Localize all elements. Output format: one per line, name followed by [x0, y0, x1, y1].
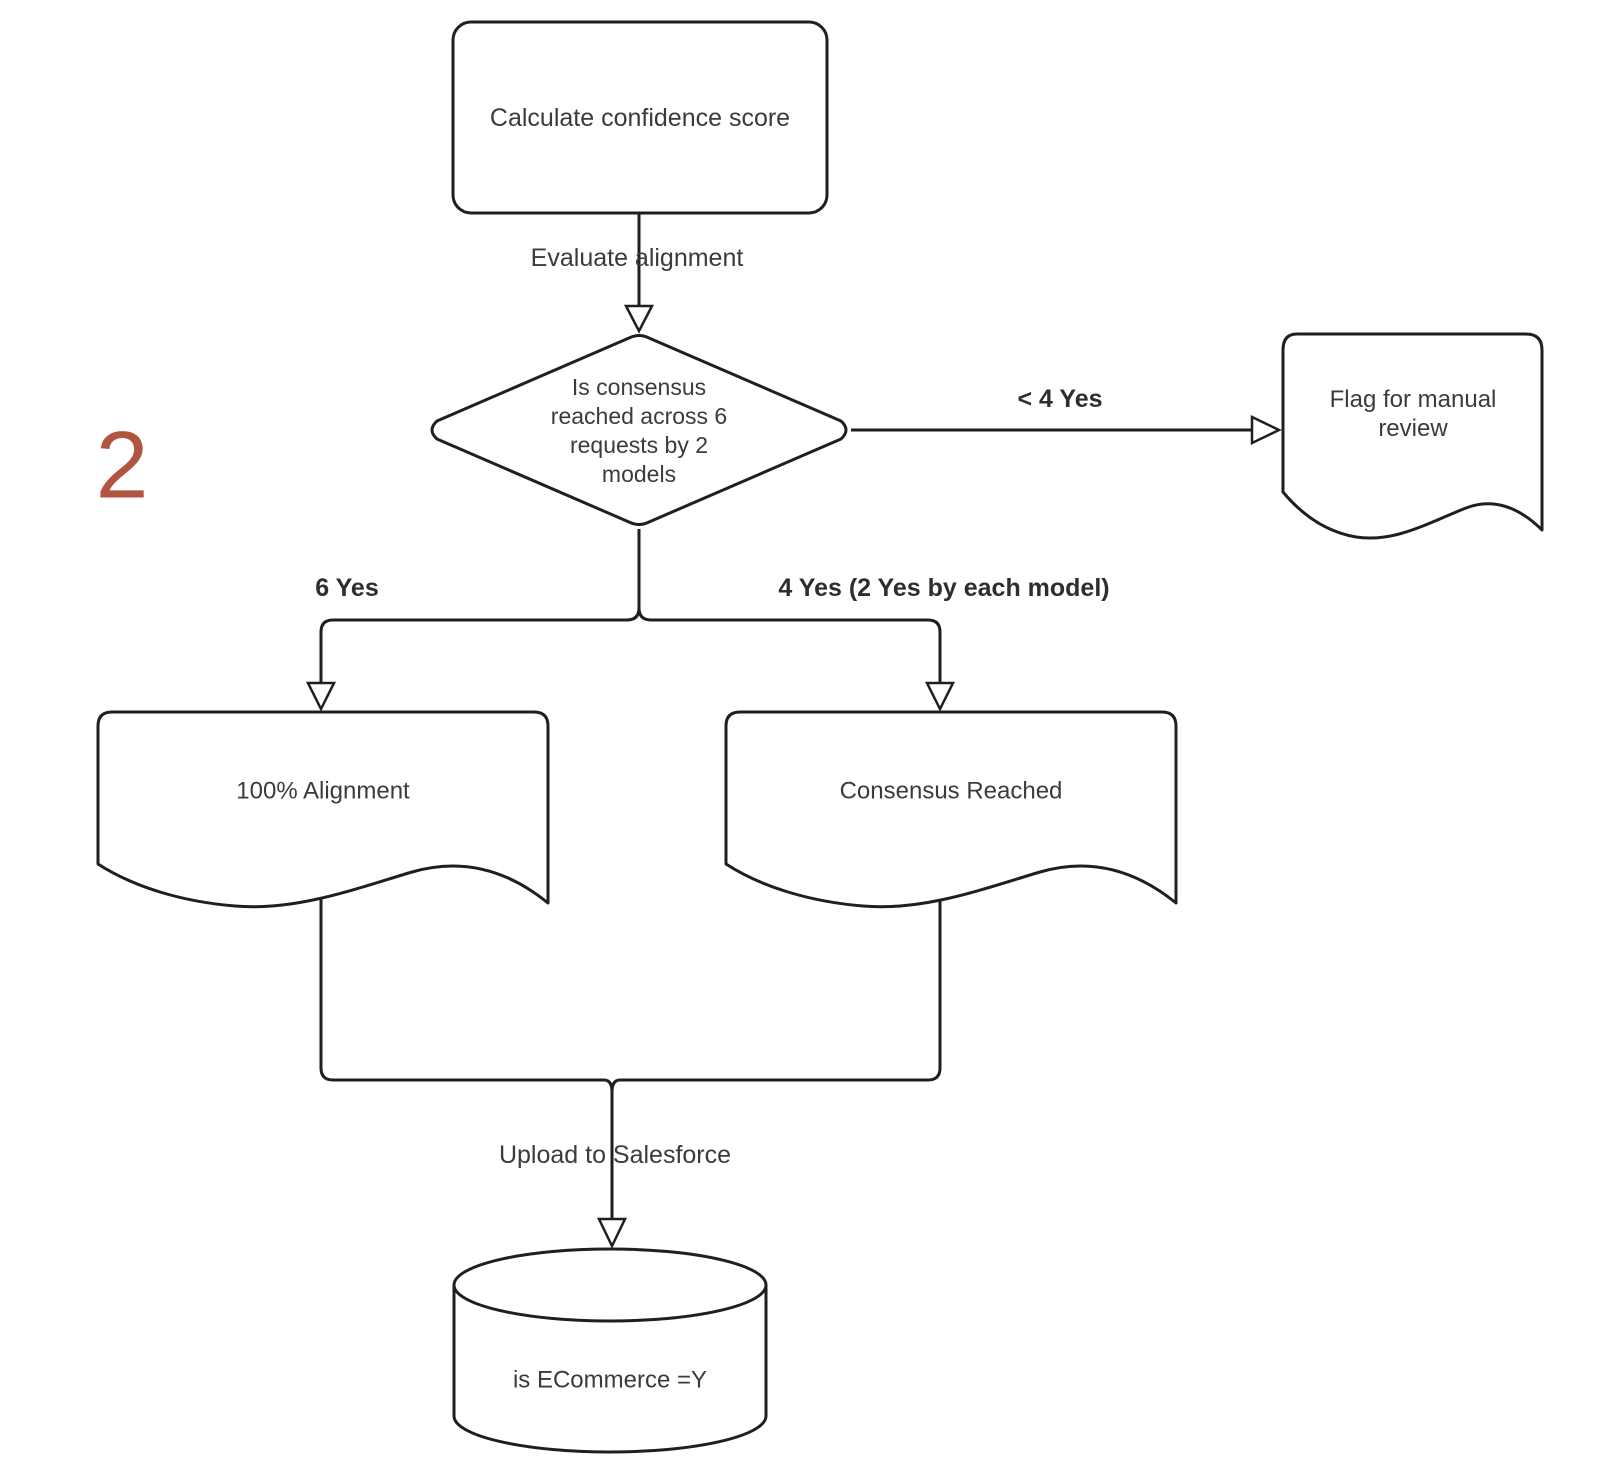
database-label-is-ecommerce: is ECommerce =Y	[512, 1366, 708, 1394]
process-label-calculate-confidence-score: Calculate confidence score	[489, 104, 791, 132]
flag-label-line-1: Flag for manual	[1329, 386, 1497, 413]
edge-merge-right	[610, 901, 942, 1093]
arrowhead-6-yes-down-icon	[305, 681, 337, 712]
arrowhead-evaluate-down-icon	[623, 304, 655, 334]
decision-label-line-4: models	[601, 461, 677, 487]
arrowhead-upload-down-icon	[597, 1217, 627, 1249]
edge-label-4-yes: 4 Yes (2 Yes by each model)	[778, 574, 1110, 602]
document-label-consensus-reached: Consensus Reached	[839, 777, 1063, 805]
decision-consensus-diamond	[430, 334, 848, 526]
edge-6-yes-branch	[319, 529, 641, 684]
process-calculate-confidence-score	[451, 20, 829, 215]
edge-merge-left	[319, 893, 614, 1093]
database-top-ellipse	[452, 1247, 768, 1323]
database-is-ecommerce	[452, 1247, 768, 1454]
page-number-annotation: 2	[95, 412, 149, 519]
decision-label-consensus: Is consensus reached across 6 requests b…	[551, 373, 727, 489]
edge-label-6-yes: 6 Yes	[315, 574, 379, 602]
edge-label-less-than-4-yes: < 4 Yes	[1017, 385, 1103, 413]
decision-label-line-2: reached across 6	[550, 403, 728, 429]
arrowhead-4-yes-down-icon	[924, 681, 956, 712]
document-flag-for-manual-review	[1281, 332, 1544, 540]
arrowhead-flag-right-icon	[1250, 415, 1282, 445]
database-body	[452, 1285, 768, 1454]
document-consensus-reached	[724, 710, 1178, 909]
edge-4-yes-branch	[637, 607, 942, 684]
document-label-100-percent-alignment: 100% Alignment	[236, 777, 410, 805]
edge-label-evaluate-alignment: Evaluate alignment	[530, 244, 744, 272]
decision-label-line-1: Is consensus	[571, 374, 707, 400]
edge-label-upload-to-salesforce: Upload to Salesforce	[498, 1141, 732, 1169]
document-100-percent-alignment	[96, 710, 550, 909]
decision-label-line-3: requests by 2	[569, 432, 709, 458]
flag-label-line-2: review	[1378, 415, 1448, 442]
document-label-flag-for-manual-review: Flag for manual review	[1330, 385, 1497, 443]
